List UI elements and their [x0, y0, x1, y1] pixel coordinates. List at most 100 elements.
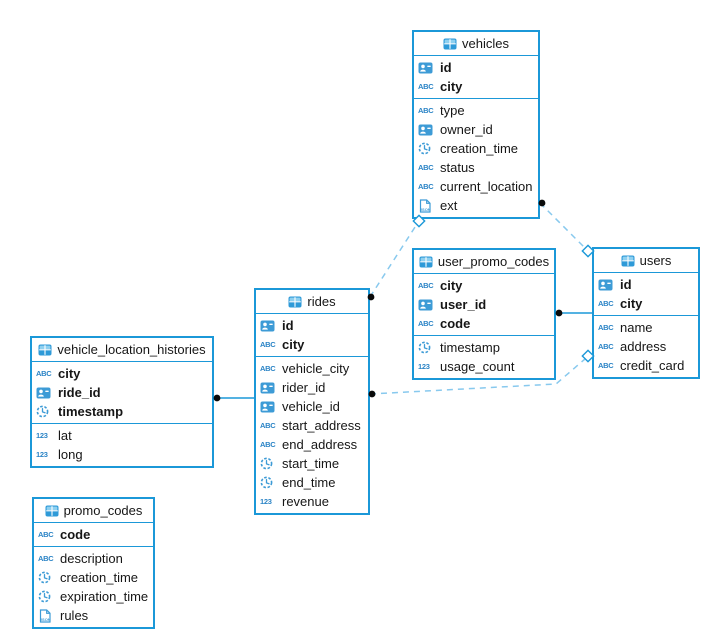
column-code[interactable]: ABC code — [34, 525, 153, 544]
column-start_time[interactable]: start_time — [256, 454, 368, 473]
uuid-type-icon — [418, 124, 433, 135]
column-start_address[interactable]: ABC start_address — [256, 416, 368, 435]
text-type-icon: ABC — [38, 553, 54, 563]
column-address[interactable]: ABC address — [594, 337, 698, 356]
column-revenue[interactable]: 123 revenue — [256, 492, 368, 511]
table-icon — [419, 256, 433, 267]
table-header[interactable]: user_promo_codes — [414, 250, 554, 274]
column-vehicle_id[interactable]: vehicle_id — [256, 397, 368, 416]
column-name: owner_id — [440, 122, 493, 137]
table-rides[interactable]: rides id ABC city ABC vehicle_city — [254, 288, 370, 515]
column-city[interactable]: ABC city — [414, 276, 554, 295]
text-type-icon: ABC — [260, 439, 276, 449]
columns-section: timestamp 123 usage_count — [414, 335, 554, 378]
column-timestamp[interactable]: timestamp — [32, 402, 212, 421]
table-title: user_promo_codes — [437, 254, 550, 269]
table-header[interactable]: promo_codes — [34, 499, 153, 523]
column-name: rider_id — [282, 380, 326, 395]
relationship-rides-vehicles — [369, 223, 418, 298]
text-type-icon: ABC — [598, 322, 614, 332]
table-users[interactable]: users id ABC city ABC name ABC address A… — [592, 247, 700, 379]
json-type-icon: JSON — [420, 198, 431, 213]
column-name: type — [440, 103, 465, 118]
column-name: city — [620, 296, 643, 311]
text-type-icon: ABC — [36, 368, 52, 378]
column-name: description — [60, 551, 123, 566]
svg-text:JSON: JSON — [420, 207, 431, 212]
timestamp-type-icon — [418, 341, 431, 354]
column-owner_id[interactable]: owner_id — [414, 120, 538, 139]
column-ride_id[interactable]: ride_id — [32, 383, 212, 402]
table-header[interactable]: vehicle_location_histories — [32, 338, 212, 362]
text-type-icon: ABC — [260, 420, 276, 430]
uuid-type-icon — [260, 401, 275, 412]
column-name: city — [440, 278, 463, 293]
column-id[interactable]: id — [594, 275, 698, 294]
table-title: users — [639, 253, 672, 268]
text-type-icon: ABC — [418, 318, 434, 328]
column-name: address — [620, 339, 667, 354]
column-name: city — [58, 366, 81, 381]
column-user_id[interactable]: user_id — [414, 295, 554, 314]
text-type-icon: ABC — [598, 341, 614, 351]
key-columns-section: ABC code — [34, 523, 153, 546]
column-city[interactable]: ABC city — [32, 364, 212, 383]
column-type[interactable]: ABC type — [414, 101, 538, 120]
column-name[interactable]: ABC name — [594, 318, 698, 337]
column-name: timestamp — [440, 340, 500, 355]
timestamp-type-icon — [38, 571, 51, 584]
column-end_time[interactable]: end_time — [256, 473, 368, 492]
column-vehicle_city[interactable]: ABC vehicle_city — [256, 359, 368, 378]
relationship-vehicles-users — [539, 202, 586, 249]
column-usage_count[interactable]: 123 usage_count — [414, 357, 554, 376]
columns-section: 123 lat 123 long — [32, 423, 212, 466]
column-id[interactable]: id — [256, 316, 368, 335]
column-ext[interactable]: JSON ext — [414, 196, 538, 215]
key-columns-section: id ABC city — [594, 273, 698, 315]
column-city[interactable]: ABC city — [256, 335, 368, 354]
table-header[interactable]: rides — [256, 290, 368, 314]
column-expiration_time[interactable]: expiration_time — [34, 587, 153, 606]
table-promo_codes[interactable]: promo_codes ABC code ABC description cre… — [32, 497, 155, 629]
column-code[interactable]: ABC code — [414, 314, 554, 333]
column-name: vehicle_city — [282, 361, 350, 376]
table-header[interactable]: vehicles — [414, 32, 538, 56]
column-name: long — [58, 447, 83, 462]
column-rules[interactable]: JSON rules — [34, 606, 153, 625]
column-timestamp[interactable]: timestamp — [414, 338, 554, 357]
number-type-icon: 123 — [260, 496, 272, 506]
table-vehicle_location_histories[interactable]: vehicle_location_histories ABC city ride… — [30, 336, 214, 468]
table-user_promo_codes[interactable]: user_promo_codes ABC city user_id ABC co… — [412, 248, 556, 380]
column-name: user_id — [440, 297, 487, 312]
table-vehicles[interactable]: vehicles id ABC city ABC type owner — [412, 30, 540, 219]
column-creation_time[interactable]: creation_time — [414, 139, 538, 158]
column-credit_card[interactable]: ABC credit_card — [594, 356, 698, 375]
timestamp-type-icon — [260, 476, 273, 489]
key-columns-section: ABC city ride_id timestamp — [32, 362, 212, 423]
column-end_address[interactable]: ABC end_address — [256, 435, 368, 454]
column-city[interactable]: ABC city — [414, 77, 538, 96]
table-icon — [443, 38, 457, 49]
columns-section: ABC name ABC address ABC credit_card — [594, 315, 698, 377]
column-name: code — [60, 527, 91, 542]
text-type-icon: ABC — [38, 529, 54, 539]
column-current_location[interactable]: ABC current_location — [414, 177, 538, 196]
column-id[interactable]: id — [414, 58, 538, 77]
table-title: vehicles — [462, 36, 509, 51]
column-creation_time[interactable]: creation_time — [34, 568, 153, 587]
table-icon — [45, 505, 59, 516]
table-header[interactable]: users — [594, 249, 698, 273]
table-icon — [288, 296, 302, 307]
column-name: code — [440, 316, 471, 331]
column-name: credit_card — [620, 358, 685, 373]
timestamp-type-icon — [38, 590, 51, 603]
column-description[interactable]: ABC description — [34, 549, 153, 568]
column-name: timestamp — [58, 404, 124, 419]
column-city[interactable]: ABC city — [594, 294, 698, 313]
column-status[interactable]: ABC status — [414, 158, 538, 177]
text-type-icon: ABC — [260, 339, 276, 349]
column-lat[interactable]: 123 lat — [32, 426, 212, 445]
column-long[interactable]: 123 long — [32, 445, 212, 464]
column-rider_id[interactable]: rider_id — [256, 378, 368, 397]
column-name: usage_count — [440, 359, 515, 374]
